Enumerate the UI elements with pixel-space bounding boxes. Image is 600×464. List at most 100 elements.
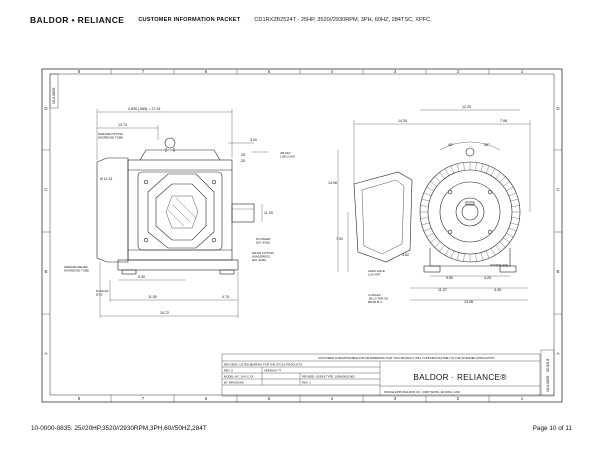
dim: 7.00 (336, 237, 343, 241)
side-drawing-number: 10-0-0835 (546, 376, 550, 392)
cooling-fin (430, 181, 437, 187)
cooling-fin (495, 245, 501, 252)
conduit-box (139, 149, 221, 161)
row-label: B (44, 269, 47, 274)
row-label: D (556, 106, 560, 111)
dim: 15.72 (160, 311, 169, 315)
cooling-fin (475, 253, 477, 262)
cooling-fin (421, 198, 430, 202)
cooling-fin (506, 186, 514, 192)
dim: 13.98 (464, 300, 473, 304)
cooling-fin (439, 172, 445, 179)
col-label: 6 (205, 69, 208, 74)
callout-line: GREASE FITTING (98, 132, 124, 136)
dim: Ø 11.31 (100, 177, 113, 181)
dim: 11.37 (438, 288, 447, 292)
column-labels-top: 8 7 6 5 4 3 2 1 (78, 69, 524, 74)
end-bracket-circle (439, 181, 501, 243)
cooling-fin (508, 192, 517, 197)
angle: 45° (484, 143, 490, 147)
model-row: MODEL NO. 10-0-C.XX (224, 375, 254, 379)
callout-line: GREASE RELIEF (64, 265, 88, 269)
callout-line: 3/8 KEY (280, 151, 291, 155)
product-description: CD1RX2B2524T - 25HP, 3520//2930RPM, 3PH,… (254, 17, 432, 23)
callout-line: W/GREASE TUBE (98, 136, 123, 140)
col-label: 1 (521, 69, 524, 74)
cooling-fin (480, 252, 484, 261)
col-label: 3 (394, 69, 397, 74)
callout-line: 4 HOLES (368, 293, 381, 297)
dim: 11.00 (148, 295, 157, 299)
cooling-fin (450, 165, 455, 174)
callout-line: W/ADDRESS (252, 255, 270, 259)
row-label: C (556, 187, 560, 192)
callout-line: (EA. END) (252, 258, 266, 262)
dim: 13.74 (118, 123, 127, 127)
col-label: 3 (394, 396, 397, 401)
end-view-dimension-lines (337, 109, 531, 301)
cooling-fin (463, 253, 465, 262)
col-label: 2 (457, 69, 460, 74)
row-label: A (44, 351, 47, 356)
row-label: B (556, 269, 559, 274)
cooling-fin (463, 162, 465, 171)
callout-line: 8 HOLES (96, 289, 109, 293)
cooling-fin (499, 176, 506, 183)
col-label: 8 (78, 396, 81, 401)
footer-page-number: Page 10 of 11 (532, 425, 572, 432)
column-labels-bottom: 8 7 6 5 4 3 2 1 (78, 396, 524, 401)
side-view-dimension-lines (96, 109, 268, 318)
shaft (231, 203, 255, 223)
end-view-dims: 12.25 14.30 7.98 14.96 7.00 3.62 5.50 4.… (328, 105, 507, 304)
dim: .25 (240, 159, 245, 163)
cooling-fin (503, 237, 510, 243)
rev-label: REV: 0 (224, 369, 233, 373)
side-drawing-code: 02-5/0-8 (546, 359, 550, 372)
dim: 12.25 (462, 105, 471, 109)
page-header: BALDOR • RELIANCE CUSTOMER INFORMATION P… (30, 13, 590, 27)
cooling-fin (480, 163, 484, 172)
left-tag: 10-0-0835 (52, 88, 56, 104)
col-label: 5 (268, 396, 271, 401)
cooling-fin (450, 250, 455, 259)
col-label: 8 (78, 69, 81, 74)
lifting-eye (164, 137, 176, 149)
callout-line: 1.88 LONG (280, 155, 296, 159)
cooling-fin (434, 176, 441, 183)
cooling-fin (444, 168, 450, 176)
cooling-fin (426, 186, 434, 192)
dim: .25 (240, 153, 245, 157)
side-view-motor (96, 137, 255, 275)
cooling-fin (508, 227, 517, 232)
row-label: C (44, 187, 48, 192)
packet-title: CUSTOMER INFORMATION PACKET (138, 17, 241, 23)
rev-number: REV: 1 (302, 381, 311, 385)
cooling-fin (511, 217, 520, 219)
angle: 45° (448, 143, 454, 147)
dim: 14.30 (398, 119, 407, 123)
cooling-fin (439, 245, 445, 252)
cooling-fin (503, 181, 510, 187)
left-tag-box (49, 73, 59, 109)
cooling-fin (420, 217, 429, 219)
shaft-end (455, 197, 485, 227)
callout-nameplate: NAMEPLATE (490, 263, 508, 267)
cooling-fin (511, 205, 520, 207)
cooling-fin (421, 222, 430, 226)
callout-line: DRAIN FITTING (252, 251, 274, 255)
cooling-fin (510, 198, 519, 202)
cooling-fin (444, 248, 450, 256)
cooling-fin (510, 222, 519, 226)
callout-line: LEAD HOLE (368, 269, 385, 273)
revision-row: REV DESC LISTED BEARING FOR THE STOCK PR… (224, 363, 302, 367)
end-bracket (147, 173, 215, 249)
dim: 9.30 (138, 275, 145, 279)
col-label: 4 (331, 69, 334, 74)
cooling-fin (423, 192, 432, 197)
callout-line: Ø.53 (96, 293, 103, 297)
